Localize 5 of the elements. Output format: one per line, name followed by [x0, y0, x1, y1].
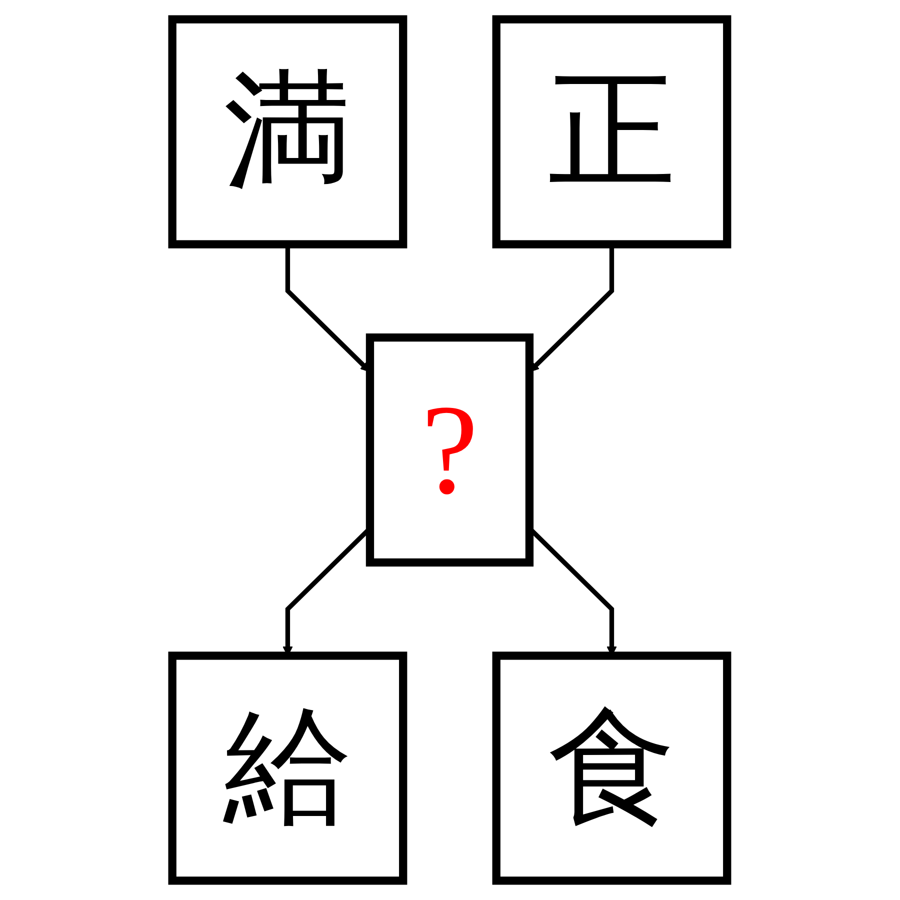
node-box: 給: [168, 652, 408, 885]
node-box: 正: [492, 15, 732, 248]
node-box: ?: [366, 333, 534, 567]
node-box: 満: [168, 15, 408, 248]
node-box: 食: [492, 652, 732, 885]
